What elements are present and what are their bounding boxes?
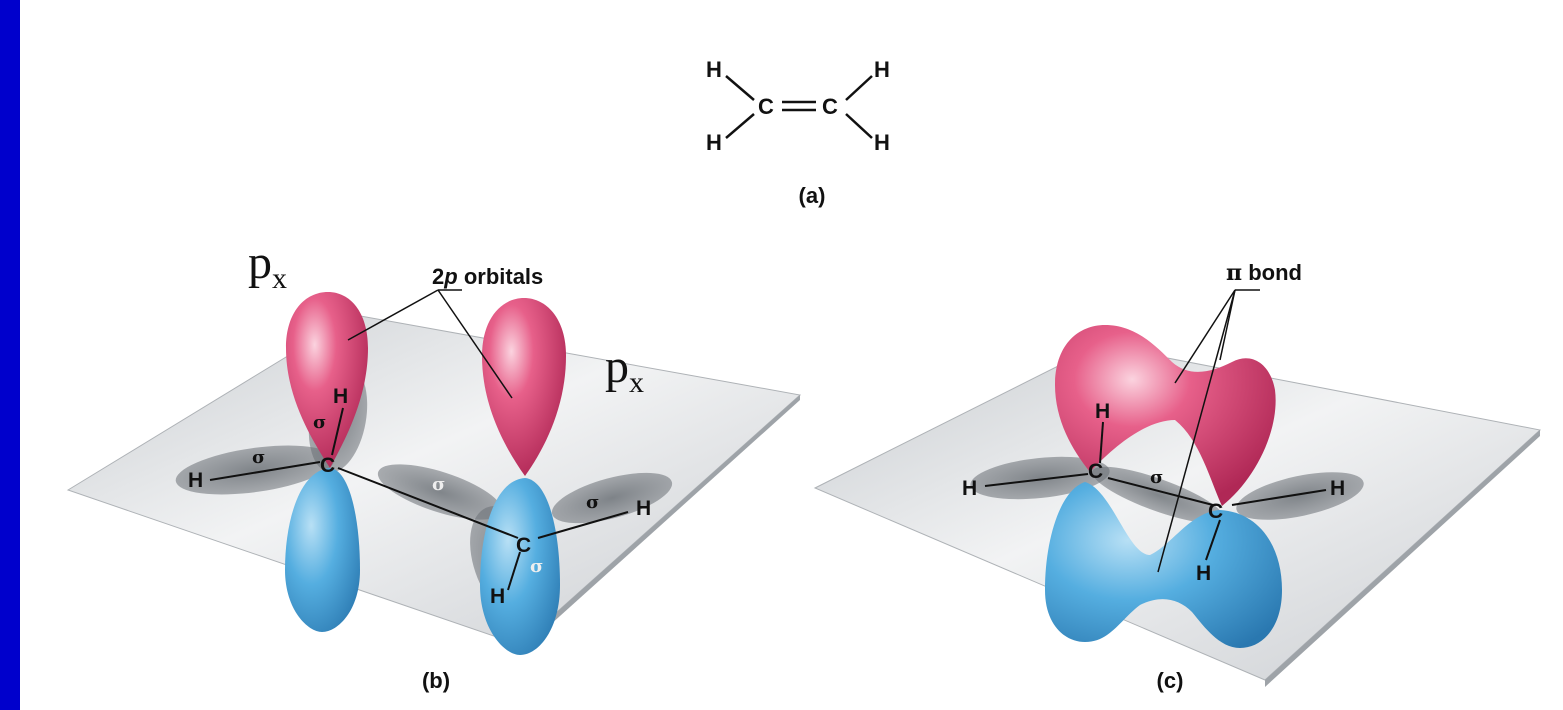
c-c-right: C — [1208, 500, 1223, 523]
ethylene-bonding-diagram: H H C C H H (a) — [66, 57, 1542, 693]
panel-a-structural-formula: H H C C H H (a) — [706, 57, 890, 208]
px-label-right: px — [605, 340, 644, 399]
c-c-left: C — [1088, 460, 1103, 483]
plane-edge-c — [1265, 430, 1540, 687]
sigma-bonds-c — [984, 421, 1327, 561]
b-c-left: C — [320, 454, 335, 477]
pi-bond-lower-lobe — [1045, 482, 1282, 648]
c-left: C — [758, 94, 774, 119]
px-label-left: px — [248, 236, 287, 295]
blue-lobe-right — [480, 478, 560, 655]
c-sigma: σ — [1150, 467, 1163, 488]
pink-lobe-left — [286, 292, 368, 468]
b-h-top: H — [333, 385, 348, 408]
c-h-left: H — [962, 477, 977, 500]
callout-lines-c — [1157, 289, 1260, 573]
c-h-right: H — [1330, 477, 1345, 500]
b-sigma-5: σ — [530, 556, 543, 577]
h-top-left: H — [706, 57, 722, 82]
b-sigma-1: σ — [252, 447, 265, 468]
b-sigma-3: σ — [432, 474, 445, 495]
b-h-bottom: H — [490, 585, 505, 608]
pi-bond-upper-lobe — [1055, 325, 1276, 506]
c-h-bottom: H — [1196, 562, 1211, 585]
blue-lobe-left — [285, 468, 360, 632]
c-right: C — [822, 94, 838, 119]
h-bottom-left: H — [706, 130, 722, 155]
b-h-right: H — [636, 497, 651, 520]
h-top-right: H — [874, 57, 890, 82]
h-bottom-right: H — [874, 130, 890, 155]
b-sigma-4: σ — [586, 492, 599, 513]
b-sigma-2: σ — [313, 412, 326, 433]
slide-canvas: H H C C H H (a) — [20, 0, 1563, 710]
caption-b: (b) — [422, 668, 450, 693]
callout-pi-bond: π bond — [1226, 260, 1302, 286]
b-h-left: H — [188, 469, 203, 492]
panel-c-pi-bond: H H C C H H σ π bond (c) — [813, 260, 1542, 693]
c-h-top: H — [1095, 400, 1110, 423]
b-c-right: C — [516, 534, 531, 557]
callout-2p-orbitals: 2p orbitals — [432, 264, 543, 289]
formula-bonds — [725, 75, 873, 139]
sigma-bonds-b — [209, 407, 629, 591]
caption-a: (a) — [799, 183, 826, 208]
caption-c: (c) — [1157, 668, 1184, 693]
panel-b-sigma-framework: H H C C H H σ σ σ σ σ 2p orbitals px px … — [66, 236, 802, 693]
pink-lobe-right — [482, 298, 566, 476]
plane-edge-b — [520, 395, 800, 652]
callout-lines-b — [347, 289, 513, 399]
